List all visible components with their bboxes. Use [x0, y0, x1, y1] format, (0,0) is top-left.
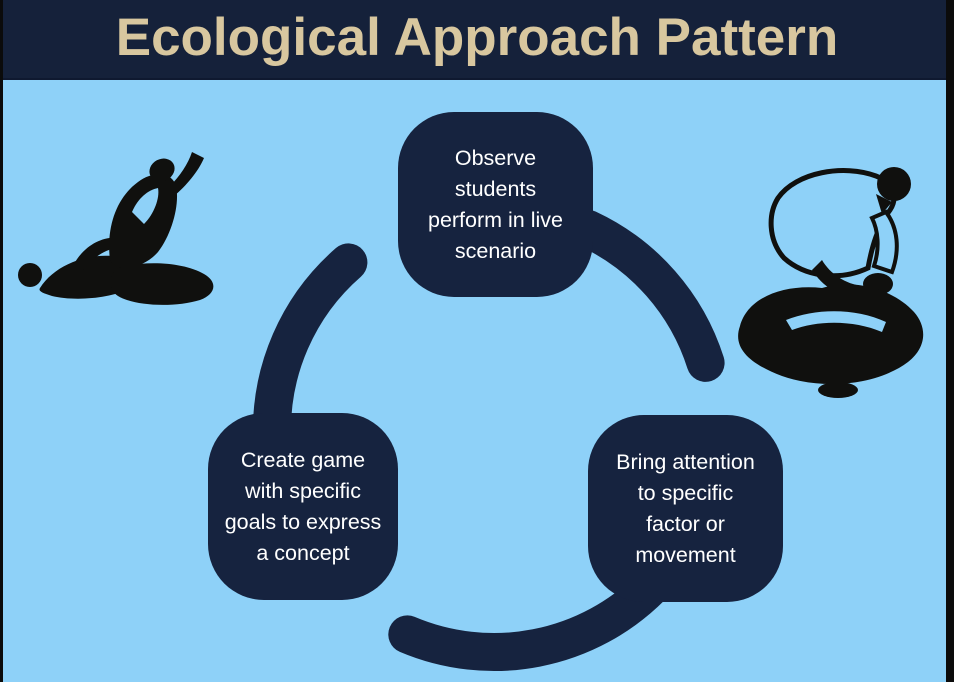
- page-title: Ecological Approach Pattern: [115, 8, 839, 67]
- step-bring-attention-label: Bring attention to specific factor or mo…: [616, 449, 755, 567]
- sitting-grappler-raised-arm-icon: [170, 152, 204, 196]
- step-node-create-game: Create game with specific goals to expre…: [208, 413, 398, 600]
- step-node-bring-attention: Bring attention to specific factor or mo…: [588, 415, 783, 602]
- step-observe-label: Observe students perform in live scenari…: [427, 145, 563, 263]
- grappling-illustration-left: [18, 152, 214, 305]
- entangled-legs-icon: [738, 284, 924, 385]
- sitting-grappler-legs-icon: [110, 263, 214, 305]
- crouched-grappler-collar-icon: [876, 194, 892, 214]
- crouched-grappler-head-icon: [877, 167, 911, 201]
- cycle-arc-top-right: [568, 209, 725, 382]
- right-border: [946, 0, 954, 682]
- step-create-game-label: Create game with specific goals to expre…: [224, 447, 382, 565]
- sitting-grappler-head-icon: [149, 158, 175, 182]
- gi-lapel-highlight: [132, 188, 159, 224]
- grappling-illustration-right: [738, 167, 924, 398]
- pant-fold-highlight: [786, 311, 886, 332]
- step-node-observe: Observe students perform in live scenari…: [398, 112, 593, 297]
- cycle-arc-left: [253, 243, 368, 457]
- lying-grappler-head-icon: [18, 263, 42, 287]
- lying-grappler-arm-icon: [74, 237, 120, 270]
- cycle-arc-bottom: [388, 568, 670, 671]
- title-bar: Ecological Approach Pattern: [0, 0, 954, 80]
- crouched-grappler-arm-icon: [869, 209, 899, 275]
- left-border: [0, 0, 3, 682]
- foot-icon: [818, 382, 858, 398]
